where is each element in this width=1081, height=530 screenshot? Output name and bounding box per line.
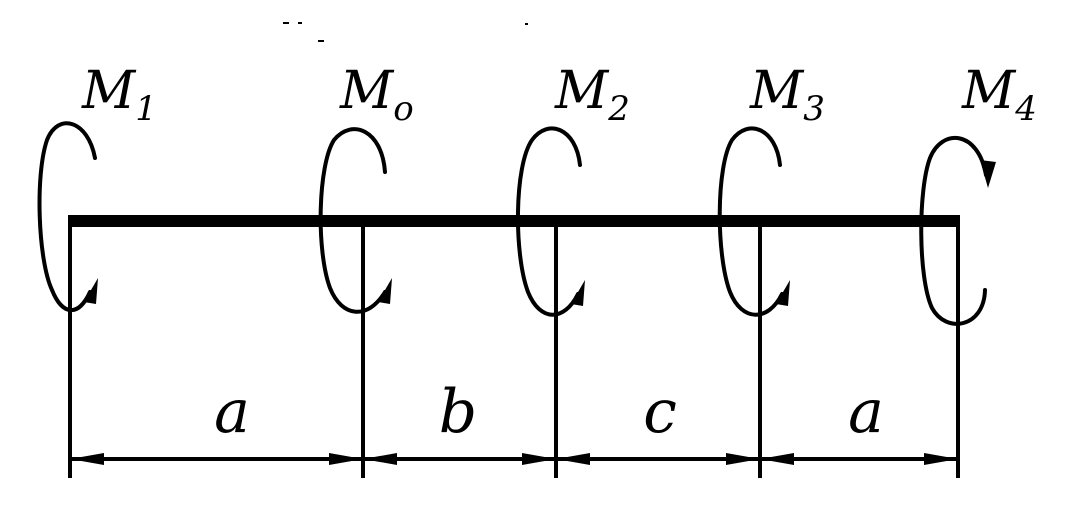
dim-arrow-4-left [760,453,794,465]
moment-label-2: Mo [339,61,414,129]
moment-arc-3 [515,126,582,317]
dim-arrow-1-left [70,453,104,465]
dim-arrow-3-right [726,453,760,465]
dimension-arrows [70,453,958,465]
moment-arrow-2 [378,278,392,304]
moment-label-4: M3 [749,61,825,129]
dim-arrow-2-right [522,453,556,465]
dimension-label-3: c [643,377,677,447]
dim-arrow-3-left [556,453,590,465]
moment-arrow-3 [571,280,585,306]
dim-arrow-4-right [924,453,958,465]
moment-label-5: M4 [961,61,1037,129]
dim-arrow-2-left [363,453,397,465]
moment-arc-2 [318,127,387,314]
dimension-label-1: a [214,377,250,447]
dimension-label-4: a [848,377,884,447]
moment-label-3: M2 [554,61,630,129]
moment-arcs [37,121,988,326]
moment-arrow-1 [84,278,98,304]
moment-arc-4 [717,126,784,317]
scan-specks [283,22,528,42]
extension-lines [68,220,960,478]
moment-label-1: M1 [81,61,157,129]
dim-arrow-1-right [329,453,363,465]
moment-arc-5 [919,135,988,326]
moment-arc-1 [37,121,97,313]
moment-arrow-5 [980,160,996,188]
moment-arrow-4 [776,280,790,306]
dimension-label-2: b [439,377,477,447]
moment-arrows [84,160,996,306]
beam [68,215,960,227]
